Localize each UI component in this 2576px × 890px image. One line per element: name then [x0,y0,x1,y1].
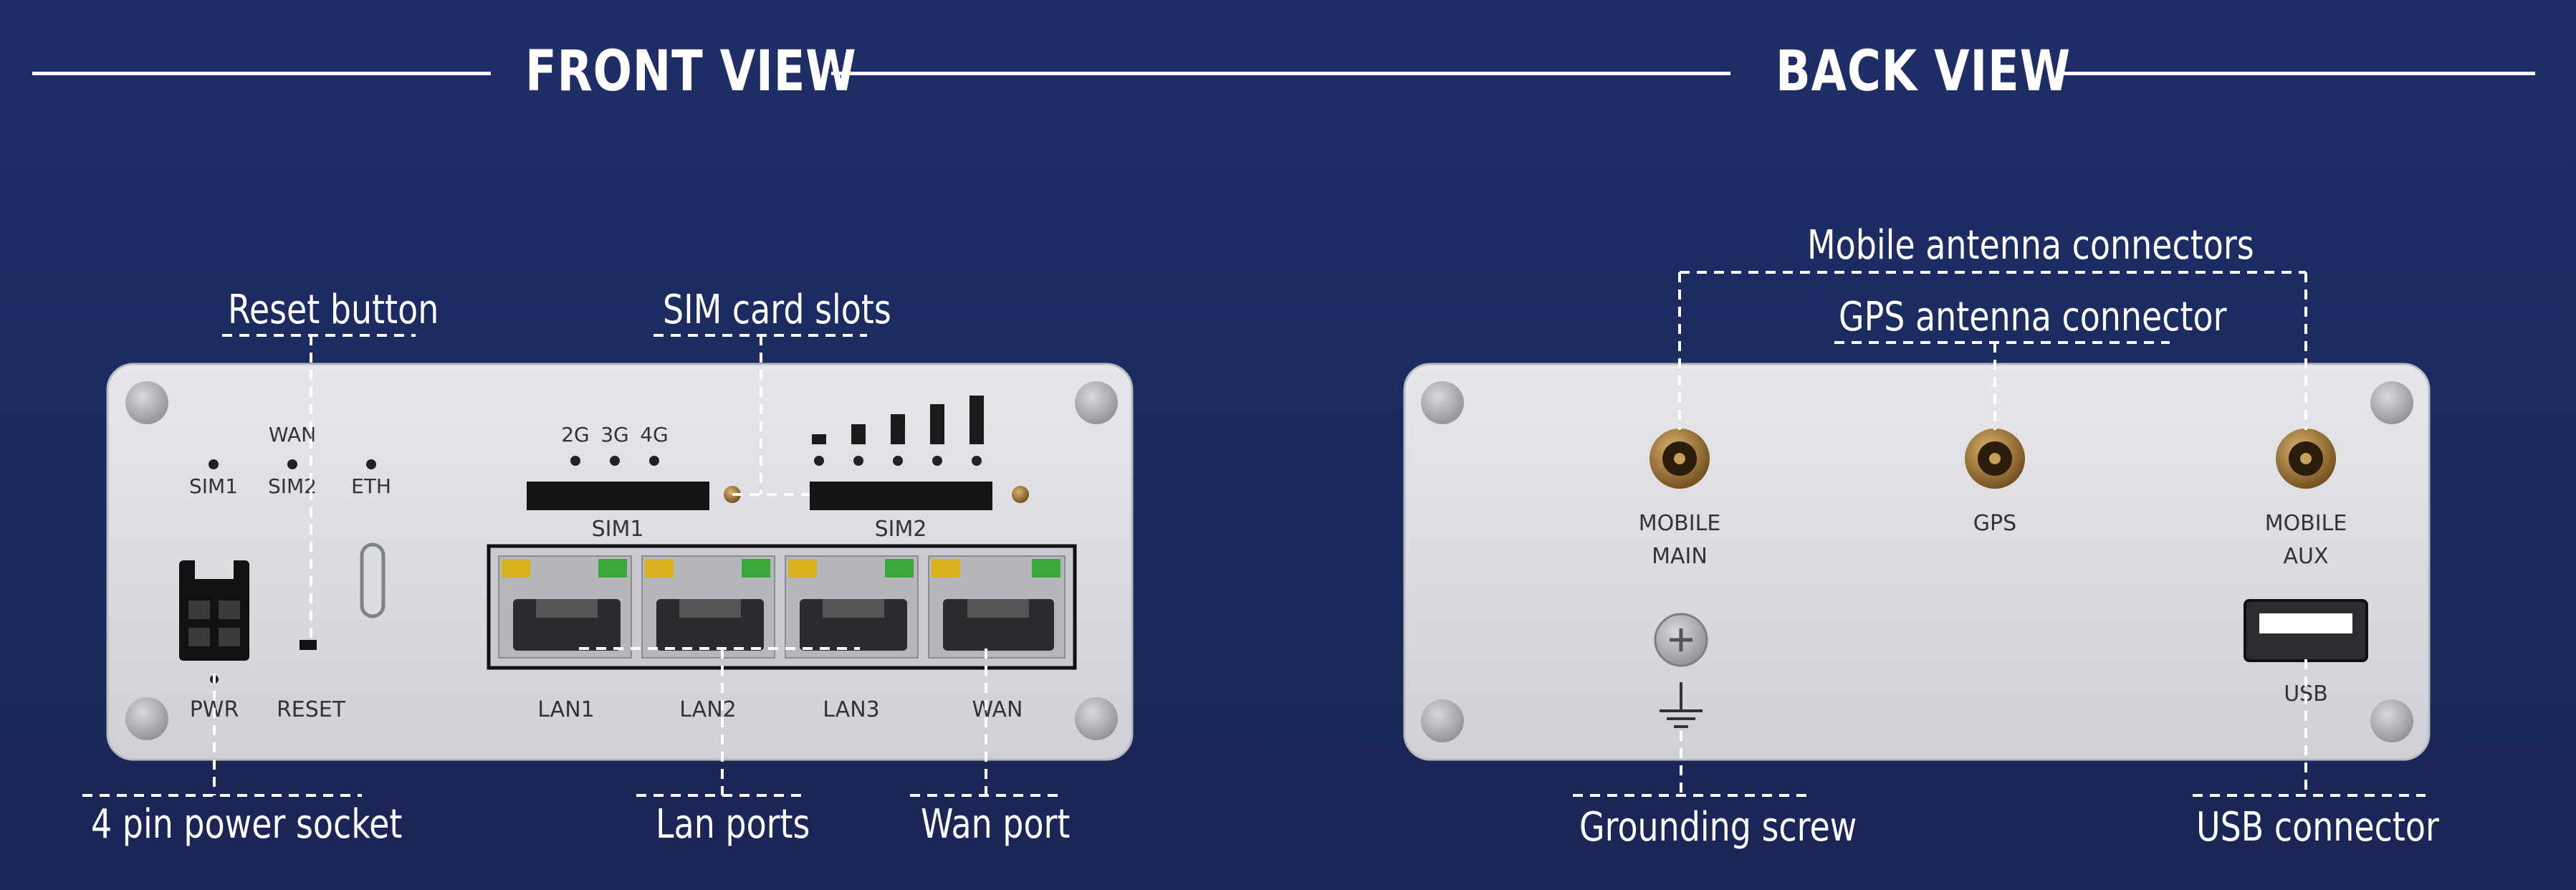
callout-usb-connector: USB connector [2196,804,2439,851]
signal-led-2 [853,456,863,466]
leader-ground [1573,731,1813,797]
led-eth-label: ETH [351,474,391,498]
signal-led-1 [814,456,824,466]
front-screw-bl [125,697,168,740]
signal-led-3 [893,456,903,466]
callout-lan-ports: Lan ports [656,801,810,848]
power-pin-4 [219,628,240,646]
port-lan1[interactable] [498,555,632,659]
front-screw-br [1075,697,1118,740]
power-pin-1 [188,600,210,619]
power-pin-3 [188,628,210,646]
back-screw-bl [1421,699,1464,742]
led-4g [649,456,659,466]
back-screw-tr [2370,381,2413,424]
front-view-title: FRONT VIEW [525,39,857,104]
front-title-rule-right [831,72,1730,75]
led-sim2-label: SIM2 [268,474,317,498]
power-pin-2 [219,600,240,619]
led-3g-label: 3G [600,423,629,446]
back-panel: MOBILE MAIN GPS MOBILE AUX USB [1403,363,2431,761]
port-lan2[interactable] [641,555,775,659]
signal-led-4 [932,456,942,466]
signal-led-5 [972,456,982,466]
front-screw-tl [125,381,168,424]
sim2-slot-label: SIM2 [875,517,927,542]
signal-bar-1 [812,434,826,444]
mobile-aux-label-1: MOBILE [2265,511,2347,536]
mobile-aux-label-2: AUX [2283,544,2328,569]
led-2g [570,456,580,466]
power-socket-notch [195,560,234,579]
front-screw-tr [1075,381,1118,424]
leader-gps [1834,341,2170,430]
side-port-oval [360,542,386,618]
back-screw-br [2370,699,2413,742]
callout-power-socket: 4 pin power socket [91,801,403,848]
led-wan-label: WAN [269,423,316,446]
wan-label: WAN [972,697,1023,722]
sim1-slot[interactable] [527,482,709,510]
port-lan3[interactable] [785,555,919,659]
signal-bar-3 [891,414,905,444]
led-2g-label: 2G [561,423,590,446]
mobile-main-label-1: MOBILE [1639,511,1721,536]
back-screw-tl [1421,381,1464,424]
leader-power [82,674,362,797]
callout-sim-card-slots: SIM card slots [663,287,891,333]
leader-lan [579,647,860,797]
back-title-rule-right [2059,72,2535,75]
front-panel: WAN SIM1 SIM2 ETH PWR RESET 2G 3G 4G [106,363,1134,761]
lan2-label: LAN2 [679,697,736,722]
mobile-main-label-2: MAIN [1652,544,1708,569]
led-sim1 [209,459,219,469]
connector-mobile-main[interactable] [1649,429,1710,489]
led-sim1-label: SIM1 [189,474,238,498]
port-wan[interactable] [928,555,1066,659]
callout-mobile-antenna: Mobile antenna connectors [1807,222,2254,269]
leader-sim-slots [653,334,867,496]
sim2-eject[interactable] [1012,486,1029,503]
leader-reset [222,334,416,638]
led-eth [366,459,376,469]
sim2-slot[interactable] [810,482,992,510]
gps-label: GPS [1973,511,2016,536]
leader-mobile-antenna [1678,271,2307,430]
leader-lines [82,271,2426,797]
reset-label: RESET [277,697,346,722]
sim1-slot-label: SIM1 [592,517,644,542]
callout-reset-button: Reset button [228,287,439,333]
signal-bar-4 [930,404,944,444]
led-wan-sim2 [287,459,297,469]
leader-usb [2193,659,2426,797]
ground-symbol-icon [1660,682,1703,728]
back-panel-body [1403,363,2431,761]
led-4g-label: 4G [640,423,669,446]
signal-bar-2 [851,424,866,444]
lan3-label: LAN3 [823,697,879,722]
connector-gps[interactable] [1965,429,2025,489]
back-view-title: BACK VIEW [1776,39,2071,104]
connector-mobile-aux[interactable] [2276,429,2336,489]
front-title-rule-left [32,72,491,75]
callout-grounding-screw: Grounding screw [1579,804,1857,851]
led-3g [610,456,620,466]
leader-wan [910,649,1060,797]
signal-bar-5 [969,396,984,444]
callout-wan-port: Wan port [921,801,1071,848]
callout-gps-antenna: GPS antenna connector [1839,294,2227,340]
lan1-label: LAN1 [537,697,594,722]
reset-button[interactable] [300,640,317,650]
